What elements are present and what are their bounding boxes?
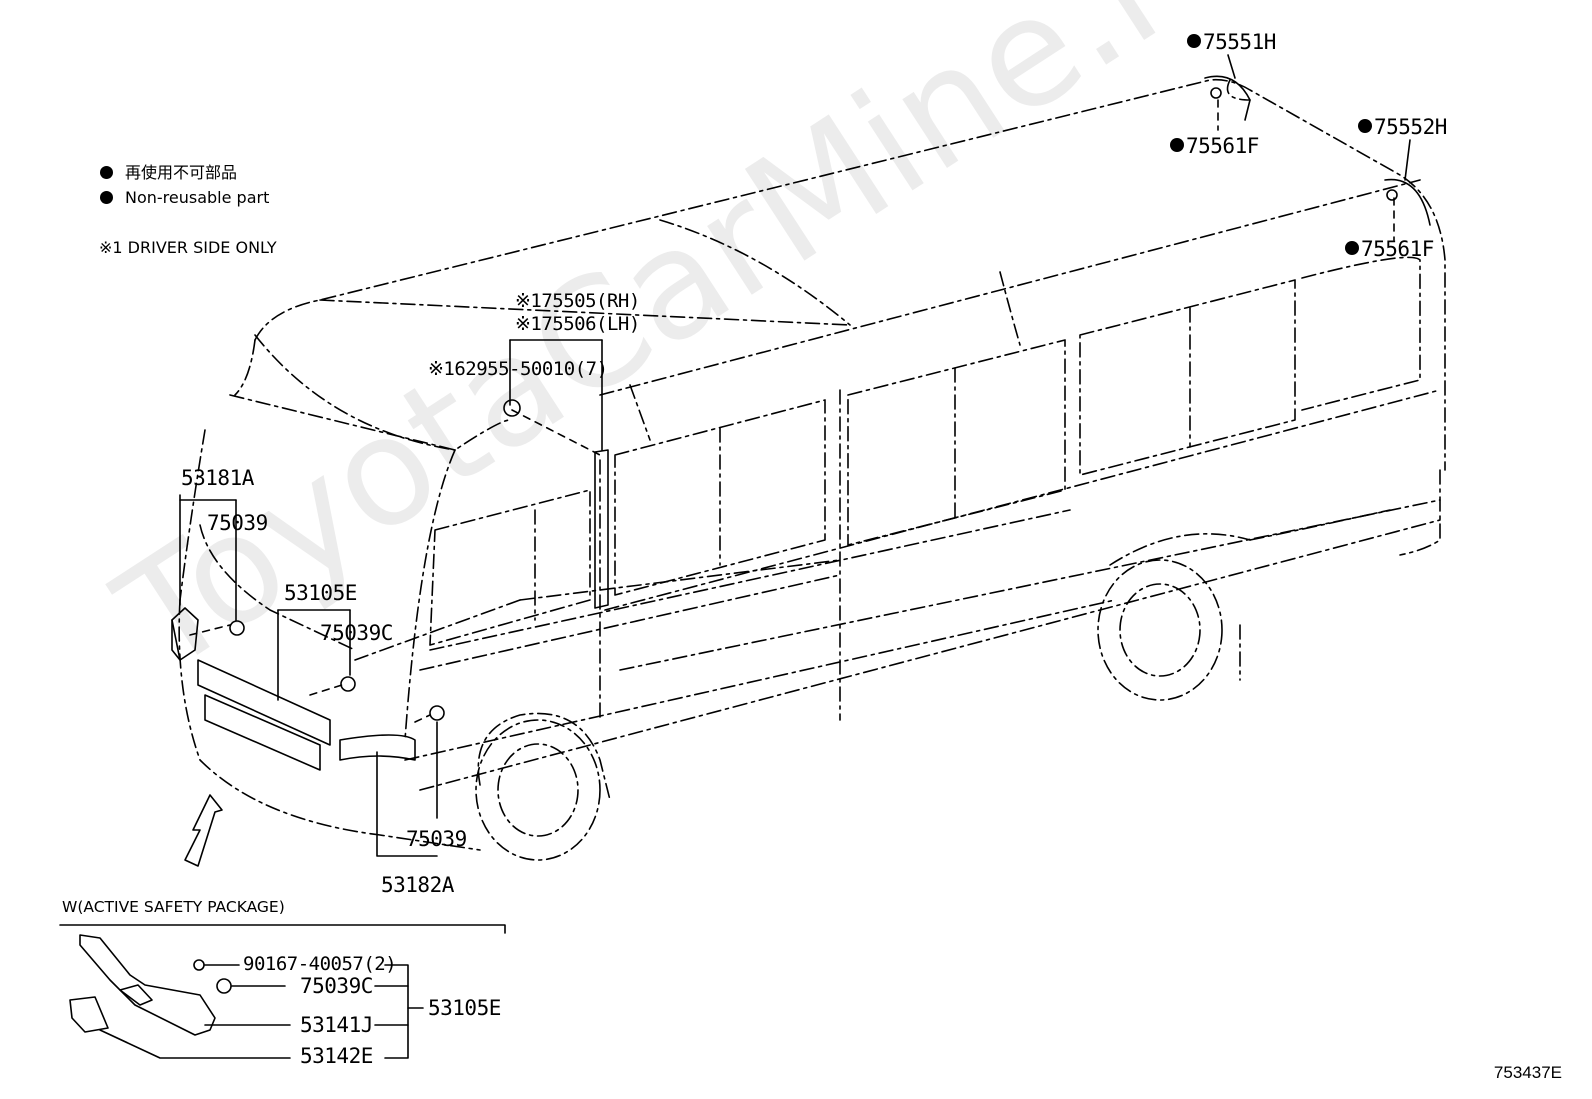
non-reusable-icon bbox=[1358, 119, 1372, 133]
part-label-53105e[interactable]: 53105E bbox=[284, 581, 357, 605]
non-reusable-icon bbox=[1187, 34, 1201, 48]
non-reusable-icon bbox=[1345, 241, 1359, 255]
part-label-75551h[interactable]: 75551H bbox=[1187, 32, 1276, 53]
bullet-icon bbox=[100, 191, 113, 204]
part-label-75039-b[interactable]: 75039 bbox=[406, 827, 467, 851]
inset-label-90167[interactable]: 90167-40057(2) bbox=[243, 953, 397, 975]
inset-title: W(ACTIVE SAFETY PACKAGE) bbox=[62, 898, 285, 916]
body-side-lines bbox=[404, 384, 1441, 791]
part-label-62955[interactable]: ※162955-50010(7) bbox=[428, 358, 608, 380]
rear-roof-caps bbox=[1204, 75, 1431, 226]
part-label-75506[interactable]: ※175506(LH) bbox=[515, 313, 640, 335]
part-label-75039c[interactable]: 75039C bbox=[320, 621, 393, 645]
driver-side-note: ※1 DRIVER SIDE ONLY bbox=[99, 238, 277, 257]
leader-solid bbox=[179, 54, 1411, 857]
inset-panel bbox=[59, 924, 506, 1036]
bullet-icon bbox=[100, 166, 113, 179]
leader-dashed bbox=[189, 99, 1395, 723]
front-wheel bbox=[475, 712, 611, 861]
front-grille-part bbox=[171, 607, 416, 771]
part-label-75561f-b[interactable]: 75561F bbox=[1345, 239, 1434, 260]
part-label-75561f-a[interactable]: 75561F bbox=[1170, 136, 1259, 157]
clip-parts bbox=[229, 87, 1398, 721]
part-label-75039-a[interactable]: 75039 bbox=[207, 511, 268, 535]
legend-jp: 再使用不可部品 bbox=[100, 165, 237, 181]
part-label-75552h[interactable]: 75552H bbox=[1358, 117, 1447, 138]
front-direction-arrow bbox=[184, 794, 223, 867]
part-label-75505[interactable]: ※175505(RH) bbox=[515, 290, 640, 312]
diagram-code: 753437E bbox=[1493, 1063, 1562, 1082]
inset-leaders bbox=[99, 964, 424, 1059]
roof-phantom-lines bbox=[179, 78, 1446, 601]
inset-label-53141j[interactable]: 53141J bbox=[300, 1013, 373, 1037]
part-label-53182a[interactable]: 53182A bbox=[381, 873, 454, 897]
front-phantom-lines bbox=[178, 334, 841, 851]
center-pillar-part bbox=[594, 449, 609, 609]
rear-wheel bbox=[1097, 559, 1223, 701]
inset-label-75039c[interactable]: 75039C bbox=[300, 974, 373, 998]
part-label-53181a[interactable]: 53181A bbox=[181, 466, 254, 490]
inset-label-53105e[interactable]: 53105E bbox=[428, 996, 501, 1020]
legend-en: Non-reusable part bbox=[100, 190, 269, 206]
non-reusable-icon bbox=[1170, 138, 1184, 152]
inset-label-53142e[interactable]: 53142E bbox=[300, 1044, 373, 1068]
windows bbox=[429, 256, 1421, 646]
